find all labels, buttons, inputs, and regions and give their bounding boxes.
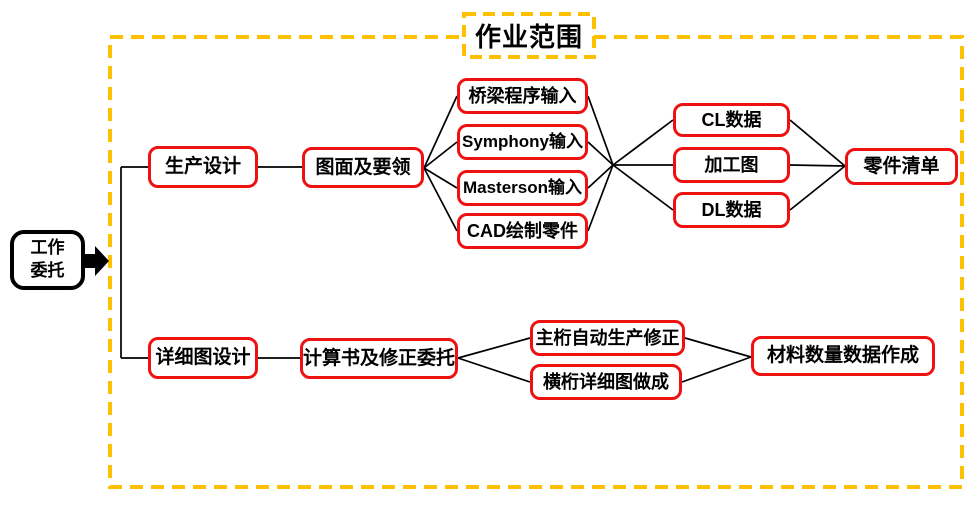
connector-line: [423, 141, 458, 169]
scope-title: 作业范围: [474, 22, 583, 52]
node-calculation-and-correction-request: 计算书及修正委托: [300, 338, 458, 379]
node-production-design: 生产设计: [148, 146, 258, 188]
node-bridge-program-input: 桥梁程序输入: [457, 78, 588, 114]
connector-line: [457, 357, 531, 383]
connector-line: [612, 119, 674, 166]
scope-title-box: [462, 12, 596, 59]
node-cross-girder-detail-drawing: 横桁详细图做成: [530, 364, 682, 400]
flow-arrow-icon: [85, 246, 109, 276]
node-detail-drawing-design: 详细图设计: [148, 337, 258, 379]
connector-line: [587, 95, 614, 166]
node-material-quantity-data-creation: 材料数量数据作成: [751, 336, 935, 376]
connector-lines: [120, 95, 846, 383]
node-cad-drawn-parts: CAD绘制零件: [457, 213, 588, 249]
node-cl-data: CL数据: [673, 103, 790, 137]
connector-line: [423, 167, 458, 189]
connector-line: [681, 356, 752, 383]
node-parts-list: 零件清单: [845, 148, 958, 185]
node-main-girder-auto-production-correction: 主桁自动生产修正: [530, 320, 685, 356]
node-dl-data: DL数据: [673, 192, 790, 228]
connector-line: [789, 119, 846, 167]
node-processing-drawing: 加工图: [673, 147, 790, 183]
connector-line: [612, 164, 674, 211]
node-drawing-and-essentials: 图面及要领: [302, 147, 424, 188]
node-work-commission: 工作 委托: [10, 230, 85, 290]
connector-line: [423, 95, 458, 169]
connector-line: [423, 167, 458, 232]
connector-line: [789, 164, 846, 167]
connector-line: [587, 164, 614, 232]
node-symphony-input: Symphony输入: [457, 124, 588, 160]
connector-line: [789, 165, 846, 211]
node-masterson-input: Masterson输入: [457, 170, 588, 206]
connector-line: [587, 164, 614, 189]
connector-line: [587, 141, 614, 166]
connector-line: [684, 337, 752, 358]
connector-line: [457, 337, 531, 359]
